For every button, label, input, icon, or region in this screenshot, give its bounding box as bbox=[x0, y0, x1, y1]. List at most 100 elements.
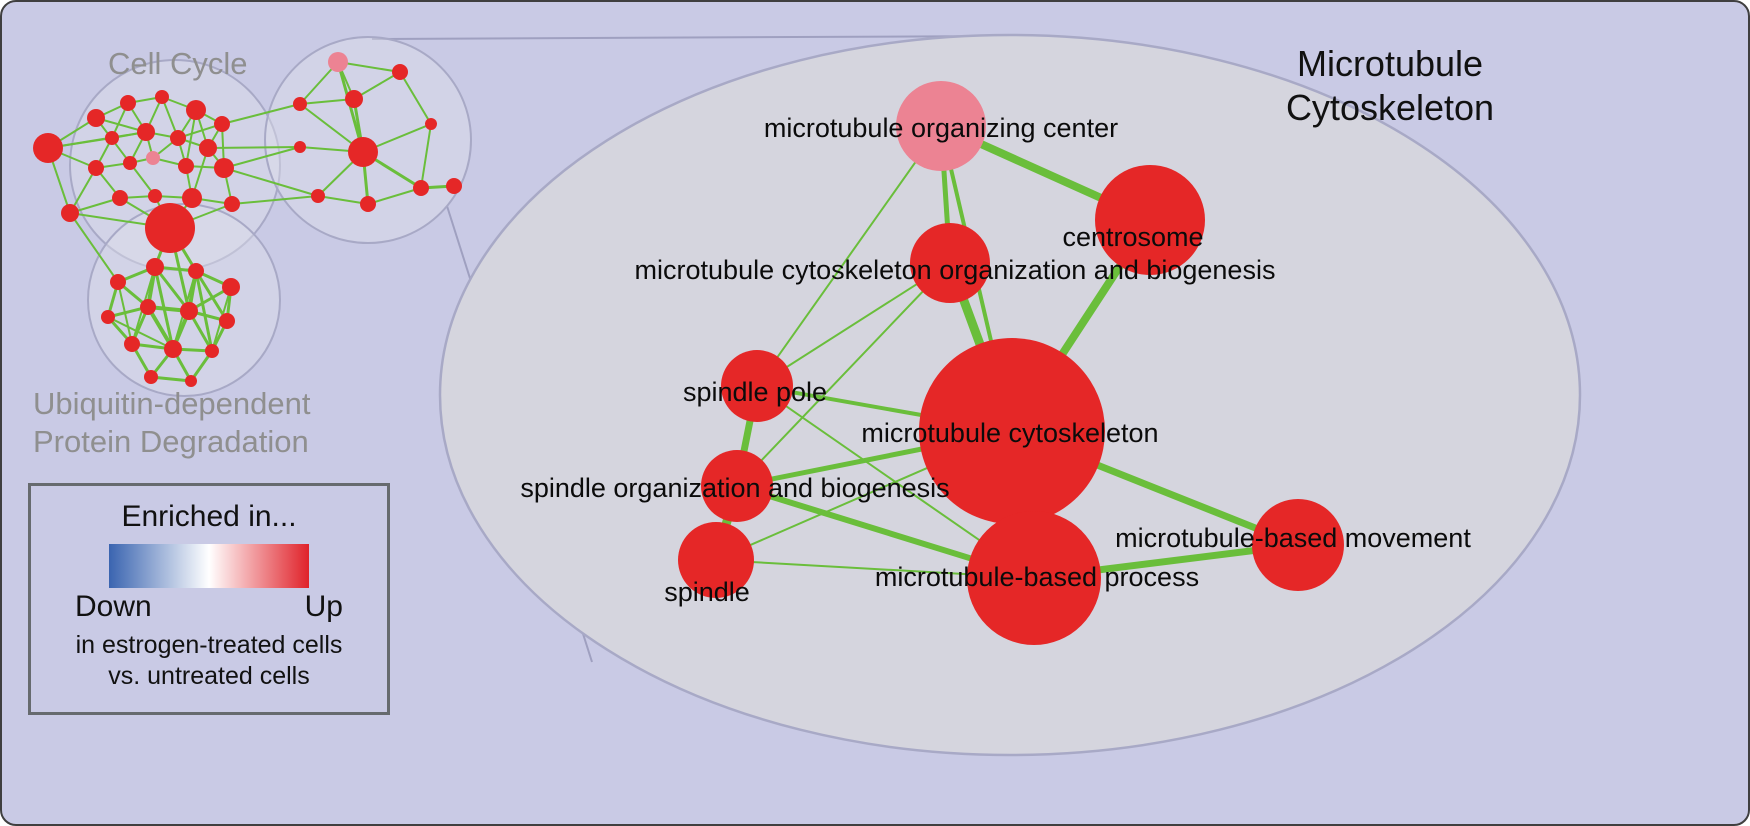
node-a5 bbox=[186, 100, 206, 120]
cell-cycle-label: Cell Cycle bbox=[108, 46, 248, 81]
ubiquitin-label-line1: Ubiquitin-dependent bbox=[33, 386, 311, 421]
edge-a10-b5 bbox=[207, 146, 301, 149]
legend-caption-line1: in estrogen-treated cells bbox=[75, 631, 343, 659]
node-b10 bbox=[446, 178, 462, 194]
node-moc bbox=[896, 81, 986, 171]
edge-b8-b9 bbox=[367, 187, 422, 205]
edge-c3-c8 bbox=[194, 269, 229, 323]
node-b9 bbox=[413, 180, 429, 196]
node-a15 bbox=[214, 158, 234, 178]
node-c6 bbox=[140, 299, 156, 315]
legend-title: Enriched in... bbox=[121, 500, 297, 533]
node-c3 bbox=[188, 263, 204, 279]
node-label-mcob: microtubule cytoskeleton organization an… bbox=[635, 255, 1276, 285]
edge-c1-c9 bbox=[117, 281, 133, 345]
node-a1 bbox=[33, 133, 63, 163]
node-sob bbox=[701, 450, 773, 522]
node-a14 bbox=[178, 158, 194, 174]
node-b8 bbox=[360, 196, 376, 212]
node-c1 bbox=[110, 274, 126, 290]
node-c8 bbox=[219, 313, 235, 329]
edge-a19-c1 bbox=[69, 212, 119, 283]
node-a10 bbox=[199, 139, 217, 157]
node-cen bbox=[1095, 165, 1205, 275]
node-b3 bbox=[293, 97, 307, 111]
edge-mcob-sob bbox=[736, 262, 951, 487]
node-a11 bbox=[88, 160, 104, 176]
edge-moc-spp bbox=[756, 125, 942, 387]
node-mcob bbox=[910, 223, 990, 303]
node-label-sob: spindle organization and biogenesis bbox=[520, 473, 949, 503]
legend-down-label: Down bbox=[75, 590, 152, 623]
node-label-spi: spindle bbox=[664, 577, 750, 607]
node-c2 bbox=[146, 258, 164, 276]
legend-caption-line2: vs. untreated cells bbox=[108, 662, 310, 690]
node-b5 bbox=[294, 141, 306, 153]
node-a18 bbox=[182, 188, 202, 208]
edge-a15-b5 bbox=[223, 146, 301, 169]
edge-c5-c10 bbox=[107, 316, 174, 350]
node-a7 bbox=[105, 131, 119, 145]
microtubule-title-line2: Cytoskeleton bbox=[1285, 87, 1495, 128]
node-a21 bbox=[224, 196, 240, 212]
node-b7 bbox=[311, 189, 325, 203]
node-a16 bbox=[112, 190, 128, 206]
node-a6 bbox=[214, 116, 230, 132]
zoom-network: microtubule organizing centercentrosomem… bbox=[520, 81, 1471, 645]
edge-b3-b4 bbox=[299, 98, 355, 105]
edge-a15-b7 bbox=[223, 167, 319, 197]
node-c4 bbox=[222, 278, 240, 296]
edge-b7-b8 bbox=[317, 195, 369, 205]
microtubule-title: Microtubule Cytoskeleton bbox=[1230, 42, 1550, 130]
node-a13 bbox=[146, 151, 160, 165]
node-a19 bbox=[61, 204, 79, 222]
legend-up-label: Up bbox=[304, 590, 343, 623]
node-b6 bbox=[348, 137, 378, 167]
node-a8 bbox=[137, 123, 155, 141]
node-label-mbp: microtubule-based process bbox=[875, 562, 1199, 592]
node-b1 bbox=[328, 52, 348, 72]
microtubule-title-line1: Microtubule bbox=[1296, 43, 1484, 84]
edge-a21-b7 bbox=[231, 195, 319, 205]
edge-b1-b2 bbox=[337, 61, 401, 73]
node-mbp bbox=[967, 511, 1101, 645]
node-label-cen: centrosome bbox=[1062, 222, 1203, 252]
ubiquitin-label: Ubiquitin-dependent Protein Degradation bbox=[33, 385, 311, 461]
legend-color-gradient bbox=[109, 544, 309, 588]
edge-a6-b3 bbox=[221, 103, 301, 125]
node-label-mbm: microtubule-based movement bbox=[1115, 523, 1471, 553]
overview-network bbox=[33, 52, 462, 387]
edge-b2-b11 bbox=[399, 71, 432, 125]
node-a3 bbox=[120, 95, 136, 111]
node-label-mc: microtubule cytoskeleton bbox=[861, 418, 1158, 448]
node-label-moc: microtubule organizing center bbox=[764, 113, 1118, 143]
node-c11 bbox=[205, 344, 219, 358]
ubiquitin-label-line2: Protein Degradation bbox=[33, 424, 309, 459]
node-b2 bbox=[392, 64, 408, 80]
node-c10 bbox=[164, 340, 182, 358]
legend-downup-row: Down Up bbox=[31, 590, 387, 624]
node-c7 bbox=[180, 302, 198, 320]
legend-caption: in estrogen-treated cells vs. untreated … bbox=[31, 630, 387, 692]
node-a12 bbox=[123, 156, 137, 170]
node-c9 bbox=[124, 336, 140, 352]
node-spp bbox=[721, 350, 793, 422]
edge-b9-b11 bbox=[420, 123, 432, 189]
node-c5 bbox=[101, 310, 115, 324]
node-c13 bbox=[185, 375, 197, 387]
legend-box: Enriched in... Down Up in estrogen-treat… bbox=[28, 483, 390, 715]
node-a2 bbox=[87, 109, 105, 127]
node-mbm bbox=[1252, 499, 1344, 591]
node-mc bbox=[919, 338, 1105, 524]
zoom-connector-top bbox=[371, 35, 1011, 40]
node-label-spp: spindle pole bbox=[683, 377, 827, 407]
node-a20 bbox=[145, 203, 195, 253]
node-a4 bbox=[155, 90, 169, 104]
edge-c3-c11 bbox=[194, 269, 214, 353]
node-b11 bbox=[425, 118, 437, 130]
node-a17 bbox=[148, 189, 162, 203]
node-spi bbox=[678, 522, 754, 598]
node-c12 bbox=[144, 370, 158, 384]
